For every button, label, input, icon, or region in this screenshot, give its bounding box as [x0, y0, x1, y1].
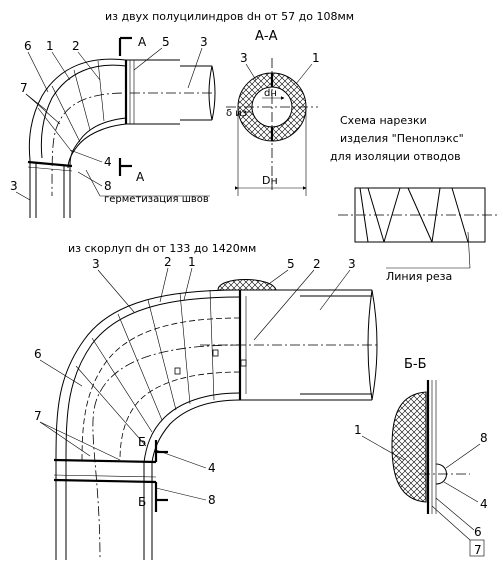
callout-top-3a: 3 — [200, 35, 208, 49]
callout-bb-8: 8 — [480, 431, 488, 445]
callout-bot-1: 1 — [188, 255, 196, 269]
callout-top-2: 2 — [72, 39, 80, 53]
seam-sealing-label: герметизация швов — [104, 194, 209, 205]
section-aa-drawing — [226, 58, 318, 196]
callout-top-8: 8 — [104, 179, 112, 193]
section-bb-title: Б-Б — [404, 357, 427, 372]
callout-bot-8: 8 — [208, 493, 216, 507]
callout-bb-6: 6 — [474, 525, 482, 539]
dim-dn-outer: Dн — [262, 174, 278, 187]
cut-line-label: Линия реза — [386, 270, 452, 283]
bottom-title: из скорлуп dн от 133 до 1420мм — [68, 242, 256, 255]
section-bb-drawing — [391, 380, 470, 514]
scheme-line-2: изделия "Пеноплэкс" — [340, 132, 464, 145]
top-elbow — [27, 36, 216, 218]
section-b-mark-bottom: Б — [138, 495, 146, 509]
callout-bot-4: 4 — [208, 461, 216, 475]
section-b-mark-top: Б — [138, 435, 146, 449]
callout-bb-7: 7 — [474, 543, 482, 557]
callout-top-4: 4 — [104, 155, 112, 169]
callout-bot-2b: 2 — [313, 257, 321, 271]
dim-delta: δ из — [226, 108, 247, 119]
callout-bot-3b: 3 — [348, 257, 356, 271]
callout-top-6: 6 — [24, 39, 32, 53]
section-a-mark-bottom: А — [136, 170, 145, 184]
callout-top-5: 5 — [162, 35, 170, 49]
callout-bot-5: 5 — [287, 257, 295, 271]
scheme-line-3: для изоляции отводов — [330, 150, 461, 163]
callout-top-1: 1 — [46, 39, 54, 53]
callout-bot-6: 6 — [34, 347, 42, 361]
section-a-mark-top: А — [138, 35, 147, 49]
callout-top-3b: 3 — [10, 179, 18, 193]
callout-bb-1: 1 — [354, 423, 362, 437]
section-aa-title: А-А — [255, 29, 278, 44]
callout-bot-2a: 2 — [164, 255, 172, 269]
callout-bb-4: 4 — [480, 497, 488, 511]
cutting-scheme-drawing — [338, 187, 500, 269]
top-title: из двух полуцилиндров dн от 57 до 108мм — [105, 10, 354, 23]
callout-bot-7: 7 — [34, 409, 42, 423]
callout-top-7: 7 — [20, 81, 28, 95]
bottom-elbow — [53, 279, 380, 561]
callout-aa-3: 3 — [240, 51, 248, 65]
scheme-line-1: Схема нарезки — [340, 114, 427, 127]
callout-aa-1: 1 — [312, 51, 320, 65]
dim-d-inner: dн — [264, 88, 277, 99]
callout-bot-3a: 3 — [92, 257, 100, 271]
